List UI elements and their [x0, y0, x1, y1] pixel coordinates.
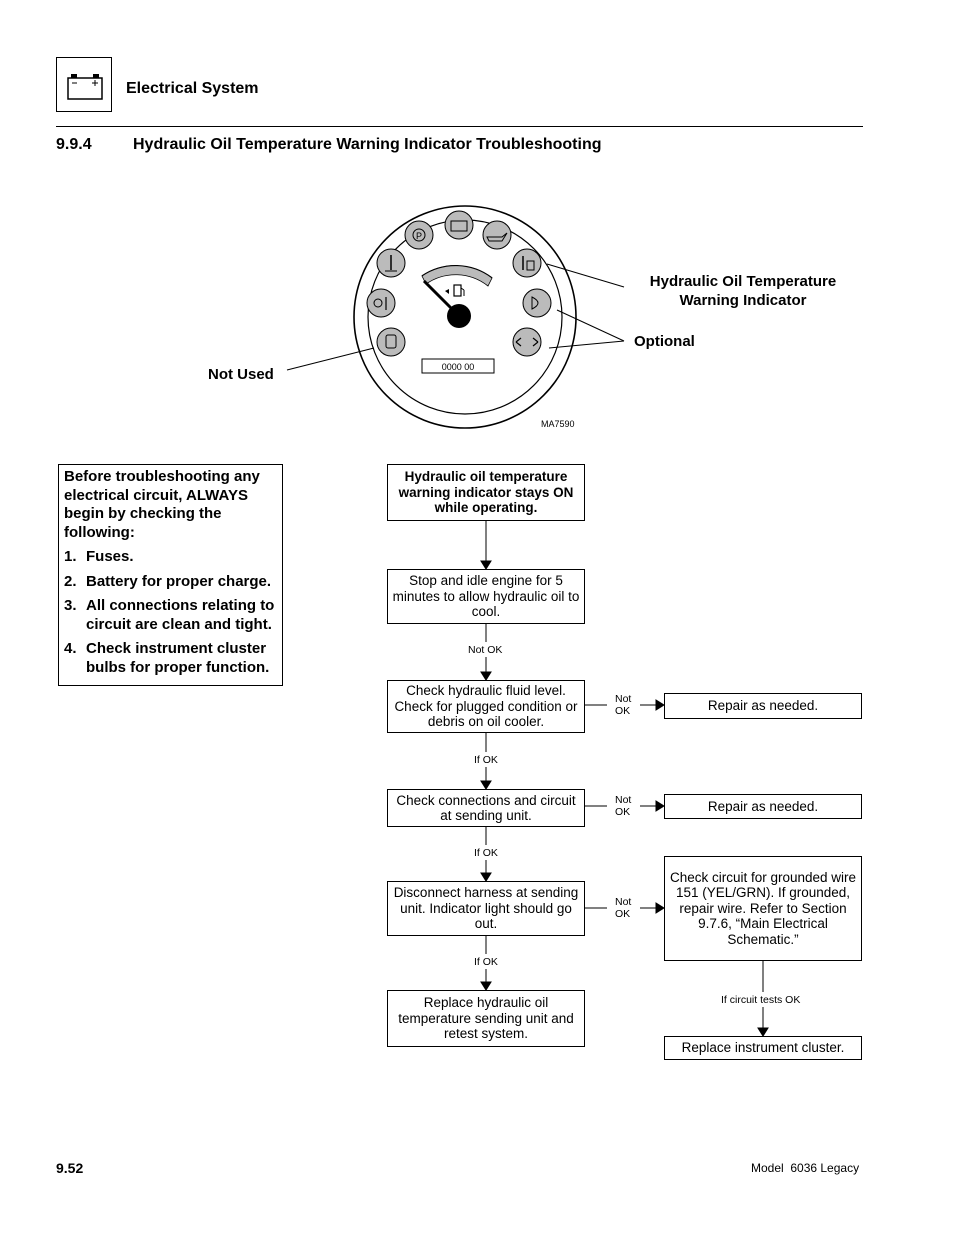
battery-icon: [67, 74, 103, 100]
leader-hydraulic: [546, 263, 625, 288]
hour-meter: [421, 358, 495, 374]
engine-temp-gear-icon: [366, 288, 396, 318]
callout-line-2: Warning Indicator: [679, 292, 807, 309]
note-intro: Before troubleshooting any electrical ci…: [64, 468, 260, 541]
leader-optional-1: [556, 309, 625, 342]
precheck-note: Before troubleshooting any electrical ci…: [58, 464, 283, 686]
flow-step-5: Replace hydraulic oil temperature sendin…: [387, 990, 585, 1047]
turn-signal-icon: [512, 327, 542, 357]
svg-text:P: P: [416, 231, 422, 241]
flow-step-3: Check connections and circuit at sending…: [387, 789, 585, 827]
page-number: 9.52: [56, 1160, 84, 1176]
leader-not-used: [286, 347, 375, 371]
label-not-ok: Not OK: [468, 644, 503, 656]
hydraulic-temp-icon: [512, 248, 542, 278]
flow-repair-2: Repair as needed.: [664, 794, 862, 819]
header-rule: [56, 126, 863, 127]
section-title: Hydraulic Oil Temperature Warning Indica…: [133, 136, 602, 153]
callout-not-used: Not Used: [208, 366, 274, 383]
engine-oil-icon: [482, 220, 512, 250]
flow-connectors: [480, 521, 769, 1037]
flow-step-2: Check hydraulic fluid level. Check for p…: [387, 680, 585, 733]
flow-step-1: Stop and idle engine for 5 minutes to al…: [387, 569, 585, 624]
seatbelt-icon: [376, 327, 406, 357]
flow-symptom: Hydraulic oil temperature warning indica…: [387, 464, 585, 521]
section-icon-box: [56, 57, 112, 112]
figure-id: MA7590: [541, 419, 575, 429]
callout-hydraulic-indicator: Hydraulic Oil Temperature Warning Indica…: [630, 272, 856, 310]
callout-optional: Optional: [634, 333, 695, 350]
label-if-circuit-ok: If circuit tests OK: [721, 994, 801, 1006]
flow-step-4: Disconnect harness at sending unit. Indi…: [387, 881, 585, 936]
label-if-ok: If OK: [474, 956, 498, 968]
headlight-icon: [522, 288, 552, 318]
flow-replace-cluster: Replace instrument cluster.: [664, 1036, 862, 1060]
section-name: Electrical System: [126, 80, 259, 97]
label-if-ok: If OK: [474, 847, 498, 859]
list-item: 1.Fuses.: [64, 548, 134, 565]
needle-hub: [447, 304, 471, 328]
list-item: 3.All connections relating to circuit ar…: [64, 597, 275, 633]
section-number: 9.9.4: [56, 136, 92, 153]
list-item: 4.Check instrument cluster bulbs for pro…: [64, 640, 270, 676]
fuel-icon: [445, 284, 465, 297]
label-if-ok: If OK: [474, 754, 498, 766]
battery-icon: [444, 210, 474, 240]
model-name: Model 6036 Legacy: [751, 1161, 860, 1175]
flow-check-ground: Check circuit for grounded wire 151 (YEL…: [664, 856, 862, 961]
coolant-temp-icon: [376, 248, 406, 278]
leader-optional-2: [548, 340, 625, 349]
note-list: 1.Fuses. 2.Battery for proper charge. 3.…: [64, 548, 278, 677]
hour-meter-value: 0000 00: [442, 362, 475, 372]
list-item: 2.Battery for proper charge.: [64, 572, 272, 590]
flow-repair-1: Repair as needed.: [664, 693, 862, 719]
parking-brake-icon: P: [404, 220, 434, 250]
callout-line-1: Hydraulic Oil Temperature: [649, 273, 837, 290]
